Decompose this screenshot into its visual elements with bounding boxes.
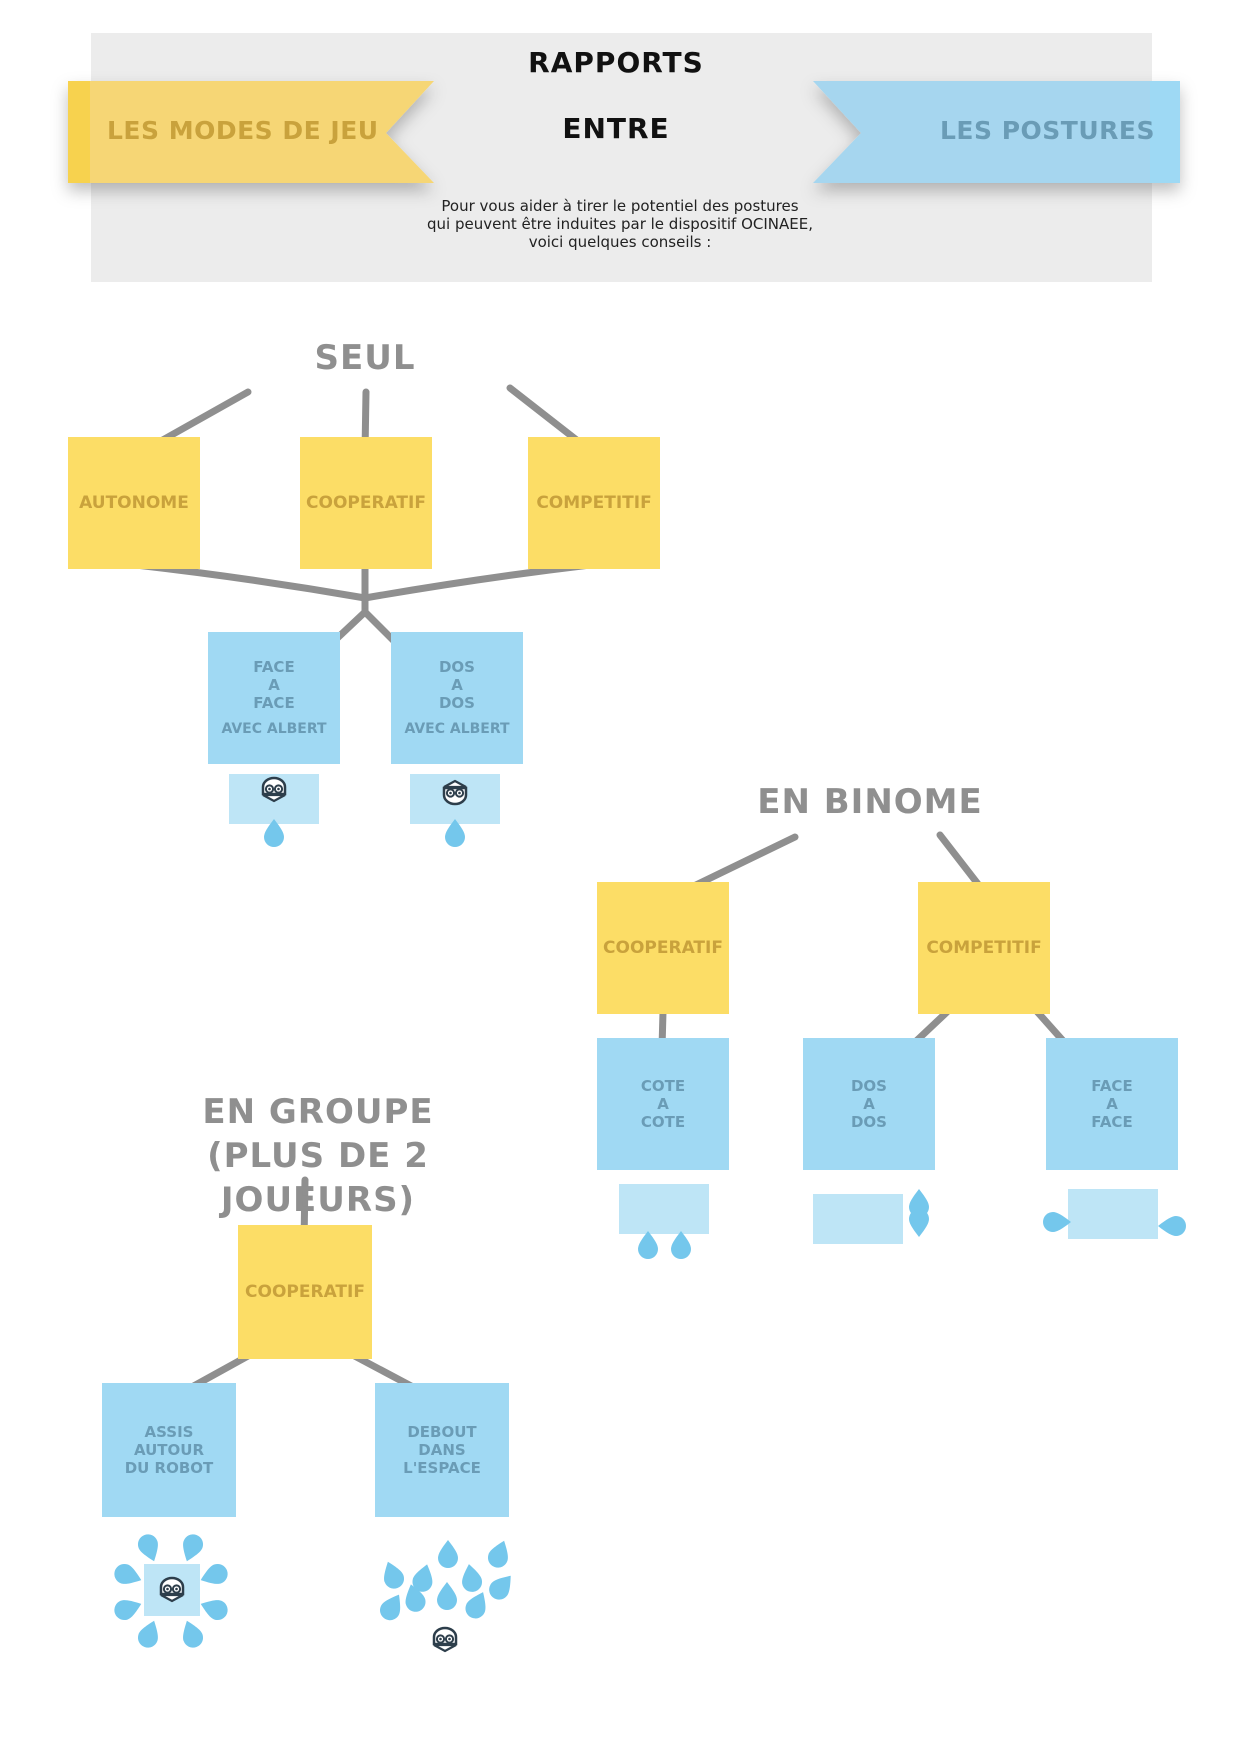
title-line1: RAPPORTS <box>528 46 704 79</box>
player-drop-icon <box>459 1562 484 1594</box>
posture-line: FACE <box>253 694 295 712</box>
player-drop-icon <box>177 1617 206 1651</box>
heading-seul: SEUL <box>314 338 416 378</box>
player-drop-icon <box>438 1540 458 1568</box>
mode-competitif: COMPETITIF <box>528 437 660 569</box>
posture-line: FACE <box>1091 1077 1133 1095</box>
posture-line: FACE <box>253 658 295 676</box>
robot-area <box>1068 1189 1158 1239</box>
heading-line: (PLUS DE 2 JOUEURS) <box>207 1136 429 1220</box>
posture-line: DOS <box>438 658 475 676</box>
posture-dos-a-dos: DOS A DOS <box>803 1038 935 1170</box>
robot-icon <box>261 776 287 803</box>
posture-line: A <box>657 1095 669 1113</box>
posture-line: COTE <box>640 1077 686 1095</box>
posture-line: A <box>451 676 463 694</box>
posture-line: DEBOUT <box>407 1423 477 1441</box>
mode-cooperatif: COOPERATIF <box>300 437 432 569</box>
player-drop-icon <box>462 1587 493 1622</box>
heading-groupe: EN GROUPE (PLUS DE 2 JOUEURS) <box>108 1090 528 1222</box>
robot-icon <box>159 1576 185 1603</box>
posture-line: ASSIS <box>144 1423 194 1441</box>
posture-line: A <box>863 1095 875 1113</box>
posture-line: DOS <box>438 694 475 712</box>
posture-line: DOS <box>850 1077 887 1095</box>
posture-sub: AVEC ALBERT <box>221 721 327 737</box>
posture-line: COTE <box>640 1113 686 1131</box>
title-line2: ENTRE <box>562 112 670 145</box>
posture-cote-a-cote: COTE A COTE <box>597 1038 729 1170</box>
heading-line: EN GROUPE <box>202 1092 434 1132</box>
player-drop-icon <box>177 1531 206 1565</box>
mode-autonome: AUTONOME <box>68 437 200 569</box>
heading-binome: EN BINOME <box>757 782 983 822</box>
player-drop-icon <box>1043 1212 1071 1232</box>
player-drop-icon <box>111 1594 145 1623</box>
player-drop-icon <box>197 1561 231 1590</box>
player-scatter <box>376 1537 519 1624</box>
posture-line: A <box>268 676 280 694</box>
player-drop-icon <box>485 1569 519 1604</box>
right-ribbon-label: LES POSTURES <box>940 116 1155 145</box>
right-ribbon <box>813 81 1180 183</box>
player-drop-icon <box>135 1617 164 1651</box>
left-ribbon-label: LES MODES DE JEU <box>107 116 379 145</box>
posture-face-a-face: FACE A FACE AVEC ALBERT <box>208 632 340 764</box>
posture-line: DU ROBOT <box>124 1459 214 1477</box>
intro-line: Pour vous aider à tirer le potentiel des… <box>441 197 799 215</box>
player-drop-icon <box>135 1531 164 1565</box>
posture-sub: AVEC ALBERT <box>404 721 510 737</box>
robot-area <box>813 1194 903 1244</box>
player-drop-icon <box>485 1537 514 1571</box>
player-drop-icon <box>378 1558 407 1592</box>
posture-line: AUTOUR <box>133 1441 205 1459</box>
posture-line: DOS <box>850 1113 887 1131</box>
posture-line: FACE <box>1091 1113 1133 1131</box>
left-ribbon <box>68 81 434 183</box>
mode-competitif: COMPETITIF <box>918 882 1050 1014</box>
intro-text: Pour vous aider à tirer le potentiel des… <box>420 197 820 251</box>
intro-line: voici quelques conseils : <box>528 233 712 251</box>
player-drop-icon <box>671 1231 691 1259</box>
player-drop-icon <box>197 1594 231 1623</box>
posture-line: DANS <box>418 1441 466 1459</box>
player-drop-icon <box>111 1561 145 1590</box>
posture-face-a-face: FACE A FACE <box>1046 1038 1178 1170</box>
robot-icon <box>432 1626 458 1653</box>
player-drop-icon <box>437 1582 457 1610</box>
player-drop-icon <box>909 1209 929 1237</box>
posture-line: L'ESPACE <box>403 1459 481 1477</box>
mode-cooperatif: COOPERATIF <box>597 882 729 1014</box>
posture-line: A <box>1106 1095 1118 1113</box>
posture-dos-a-dos: DOS A DOS AVEC ALBERT <box>391 632 523 764</box>
player-drop-icon <box>376 1589 408 1624</box>
player-drop-icon <box>638 1231 658 1259</box>
robot-area <box>619 1184 709 1234</box>
intro-line: qui peuvent être induites par le disposi… <box>427 215 813 233</box>
posture-assis-autour-du-robot: ASSIS AUTOUR DU ROBOT <box>102 1383 236 1517</box>
posture-debout-dans-l-espace: DEBOUT DANS L'ESPACE <box>375 1383 509 1517</box>
mode-cooperatif: COOPERATIF <box>238 1225 372 1359</box>
player-drop-icon <box>1158 1216 1186 1236</box>
robot-icon <box>442 779 468 806</box>
